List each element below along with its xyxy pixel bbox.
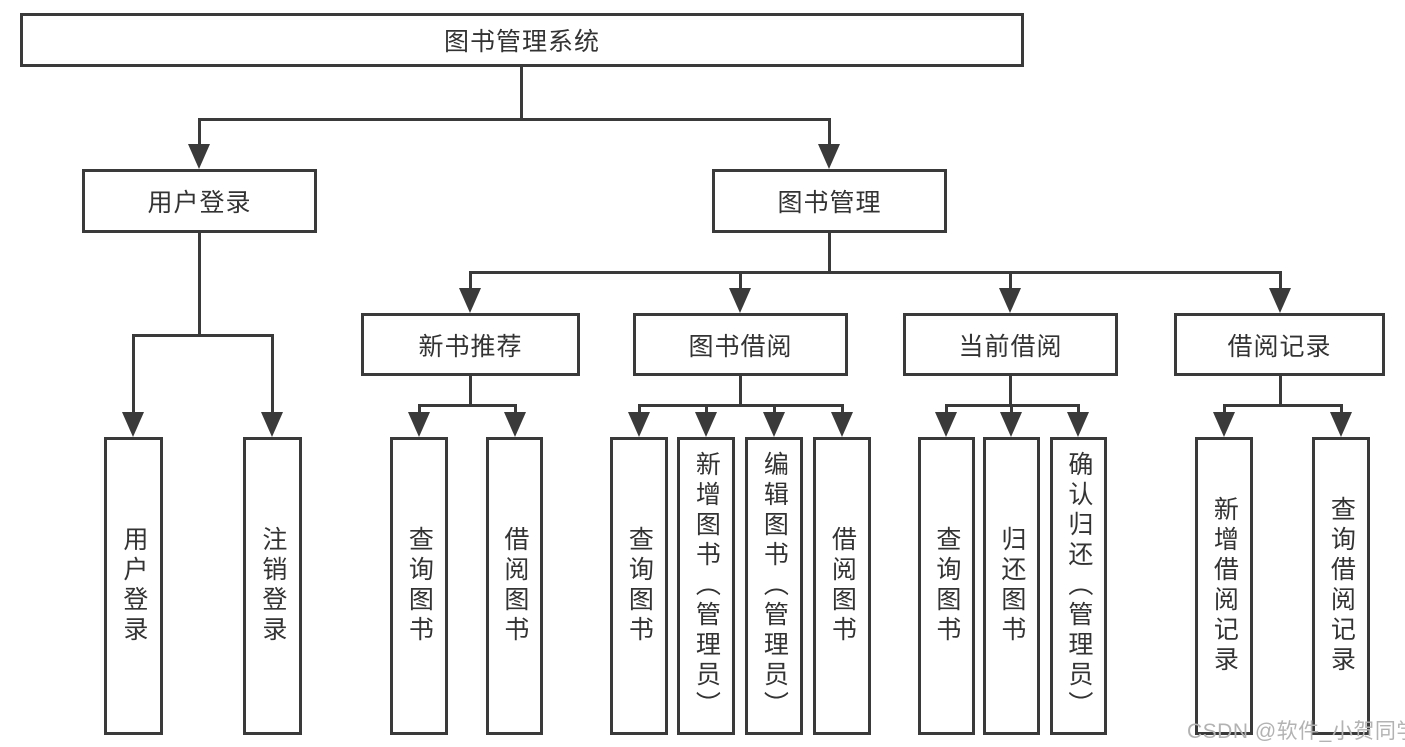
- connector-drop-borrow-records: [1279, 271, 1282, 291]
- connector-drop: [705, 404, 708, 416]
- connector-level2-rail: [198, 118, 831, 121]
- connector-drop: [418, 404, 421, 416]
- node-book-borrow: 图书借阅: [633, 313, 848, 376]
- node-leaf-user-login: 用户登录: [104, 437, 163, 735]
- node-leaf-borrow-book-1-label: 借阅图书: [500, 526, 529, 646]
- connector-borrow-records-stem: [1279, 376, 1282, 407]
- node-leaf-edit-book-label: 编辑图书（管理员）: [760, 451, 789, 721]
- node-leaf-logout-label: 注销登录: [258, 526, 287, 646]
- connector-new-book-stem: [469, 376, 472, 407]
- node-leaf-query-borrow-record: 查询借阅记录: [1312, 437, 1370, 735]
- arrowhead-icon: [1269, 288, 1291, 313]
- arrowhead-icon: [935, 412, 957, 437]
- node-user-login: 用户登录: [82, 169, 317, 233]
- connector-drop-new-book: [469, 271, 472, 291]
- node-leaf-user-login-label: 用户登录: [119, 526, 148, 646]
- connector-drop: [945, 404, 948, 416]
- connector-drop-leaf-logout: [271, 334, 274, 414]
- connector-borrow-records-rail: [1223, 404, 1343, 407]
- connector-drop: [1010, 404, 1013, 416]
- connector-new-book-rail: [418, 404, 517, 407]
- node-leaf-query-book-3: 查询图书: [918, 437, 975, 735]
- connector-drop: [638, 404, 641, 416]
- node-new-book-recommend: 新书推荐: [361, 313, 580, 376]
- node-leaf-query-book-2-label: 查询图书: [625, 526, 654, 646]
- arrowhead-icon: [628, 412, 650, 437]
- arrowhead-icon: [122, 412, 144, 437]
- node-root: 图书管理系统: [20, 13, 1024, 67]
- connector-drop: [1340, 404, 1343, 416]
- arrowhead-icon: [408, 412, 430, 437]
- node-leaf-query-book-2: 查询图书: [610, 437, 668, 735]
- connector-drop: [841, 404, 844, 416]
- connector-drop: [1077, 404, 1080, 416]
- connector-drop-book-management: [828, 118, 831, 148]
- arrowhead-icon: [818, 144, 840, 169]
- connector-level3-rail: [469, 271, 1282, 274]
- connector-book-management-stem: [828, 233, 831, 274]
- node-leaf-query-book-1: 查询图书: [390, 437, 448, 735]
- arrowhead-icon: [1213, 412, 1235, 437]
- node-leaf-query-book-3-label: 查询图书: [932, 526, 961, 646]
- node-leaf-return-book: 归还图书: [983, 437, 1040, 735]
- connector-user-login-stem: [198, 233, 201, 336]
- arrowhead-icon: [999, 288, 1021, 313]
- arrowhead-icon: [504, 412, 526, 437]
- node-leaf-query-book-1-label: 查询图书: [405, 526, 434, 646]
- connector-drop: [1223, 404, 1226, 416]
- node-leaf-add-book: 新增图书（管理员）: [677, 437, 735, 735]
- arrowhead-icon: [1000, 412, 1022, 437]
- watermark: CSDN @软件_小贺同学: [1187, 720, 1405, 743]
- arrowhead-icon: [763, 412, 785, 437]
- arrowhead-icon: [459, 288, 481, 313]
- arrowhead-icon: [1067, 412, 1089, 437]
- node-leaf-add-borrow-record: 新增借阅记录: [1195, 437, 1253, 735]
- node-leaf-add-borrow-record-label: 新增借阅记录: [1210, 496, 1239, 676]
- node-leaf-return-book-label: 归还图书: [997, 526, 1026, 646]
- arrowhead-icon: [729, 288, 751, 313]
- connector-drop-leaf-user-login: [132, 334, 135, 414]
- connector-current-borrow-stem: [1009, 376, 1012, 407]
- connector-drop: [514, 404, 517, 416]
- node-current-borrow: 当前借阅: [903, 313, 1118, 376]
- node-leaf-confirm-return-label: 确认归还（管理员）: [1064, 451, 1093, 721]
- connector-book-borrow-rail: [638, 404, 844, 407]
- node-leaf-logout: 注销登录: [243, 437, 302, 735]
- node-leaf-borrow-book-1: 借阅图书: [486, 437, 543, 735]
- node-leaf-add-book-label: 新增图书（管理员）: [692, 451, 721, 721]
- arrowhead-icon: [261, 412, 283, 437]
- node-leaf-borrow-book-2-label: 借阅图书: [828, 526, 857, 646]
- arrowhead-icon: [831, 412, 853, 437]
- connector-book-borrow-stem: [739, 376, 742, 407]
- node-leaf-edit-book: 编辑图书（管理员）: [745, 437, 803, 735]
- connector-drop: [773, 404, 776, 416]
- node-book-management: 图书管理: [712, 169, 947, 233]
- connector-user-login-rail: [132, 334, 274, 337]
- arrowhead-icon: [1330, 412, 1352, 437]
- node-leaf-confirm-return: 确认归还（管理员）: [1050, 437, 1107, 735]
- connector-drop-book-borrow: [739, 271, 742, 291]
- connector-drop-user-login: [198, 118, 201, 148]
- node-borrow-records: 借阅记录: [1174, 313, 1385, 376]
- node-leaf-borrow-book-2: 借阅图书: [813, 437, 871, 735]
- node-leaf-query-borrow-record-label: 查询借阅记录: [1327, 496, 1356, 676]
- arrowhead-icon: [188, 144, 210, 169]
- connector-drop-current-borrow: [1009, 271, 1012, 291]
- connector-root-stem: [520, 67, 523, 120]
- arrowhead-icon: [695, 412, 717, 437]
